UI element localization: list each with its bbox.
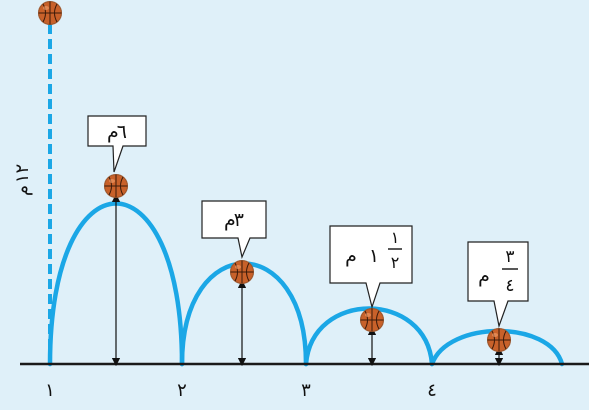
ball-icon-3 bbox=[360, 308, 384, 332]
callout-bounce-1: ٦ م bbox=[87, 115, 147, 173]
bounce-4-numerator: ٣ bbox=[505, 247, 514, 267]
ground-label-2: ٢ bbox=[177, 380, 187, 401]
bounce-3-numerator: ١ bbox=[391, 228, 400, 247]
drop-height-label: ١٢ م bbox=[12, 164, 33, 196]
bounce-1-height: ٦ bbox=[117, 121, 127, 143]
callout-bounce-2: ٣ م bbox=[201, 200, 267, 260]
ground-label-4: ٤ bbox=[427, 380, 437, 401]
drop-height-unit: م bbox=[12, 185, 33, 196]
bounce-3-whole: ١ bbox=[369, 245, 379, 267]
bounce-2-height: ٣ bbox=[234, 209, 244, 231]
bounce-3-denominator: ٢ bbox=[391, 253, 400, 272]
ball-icon-4 bbox=[487, 328, 511, 352]
bounce-4-unit: م bbox=[478, 265, 490, 287]
drop-height-number: ١٢ bbox=[12, 164, 33, 183]
callout-bounce-4: ٣ ٤ م bbox=[467, 241, 529, 329]
bounce-4-denominator: ٤ bbox=[505, 276, 514, 296]
svg-text:٦ م: ٦ م bbox=[107, 121, 127, 143]
bounce-3-unit: م bbox=[345, 245, 357, 267]
ground-label-3: ٣ bbox=[301, 380, 311, 401]
svg-text:١٢ م: ١٢ م bbox=[12, 164, 33, 196]
ball-icon-top bbox=[38, 1, 62, 25]
ball-icon-1 bbox=[104, 174, 128, 198]
ground-label-1: ١ bbox=[45, 380, 55, 401]
svg-text:٣ م: ٣ م bbox=[224, 209, 244, 231]
callout-bounce-3: ١ ٢ ١ م bbox=[329, 225, 413, 310]
ball-icon-2 bbox=[230, 260, 254, 284]
